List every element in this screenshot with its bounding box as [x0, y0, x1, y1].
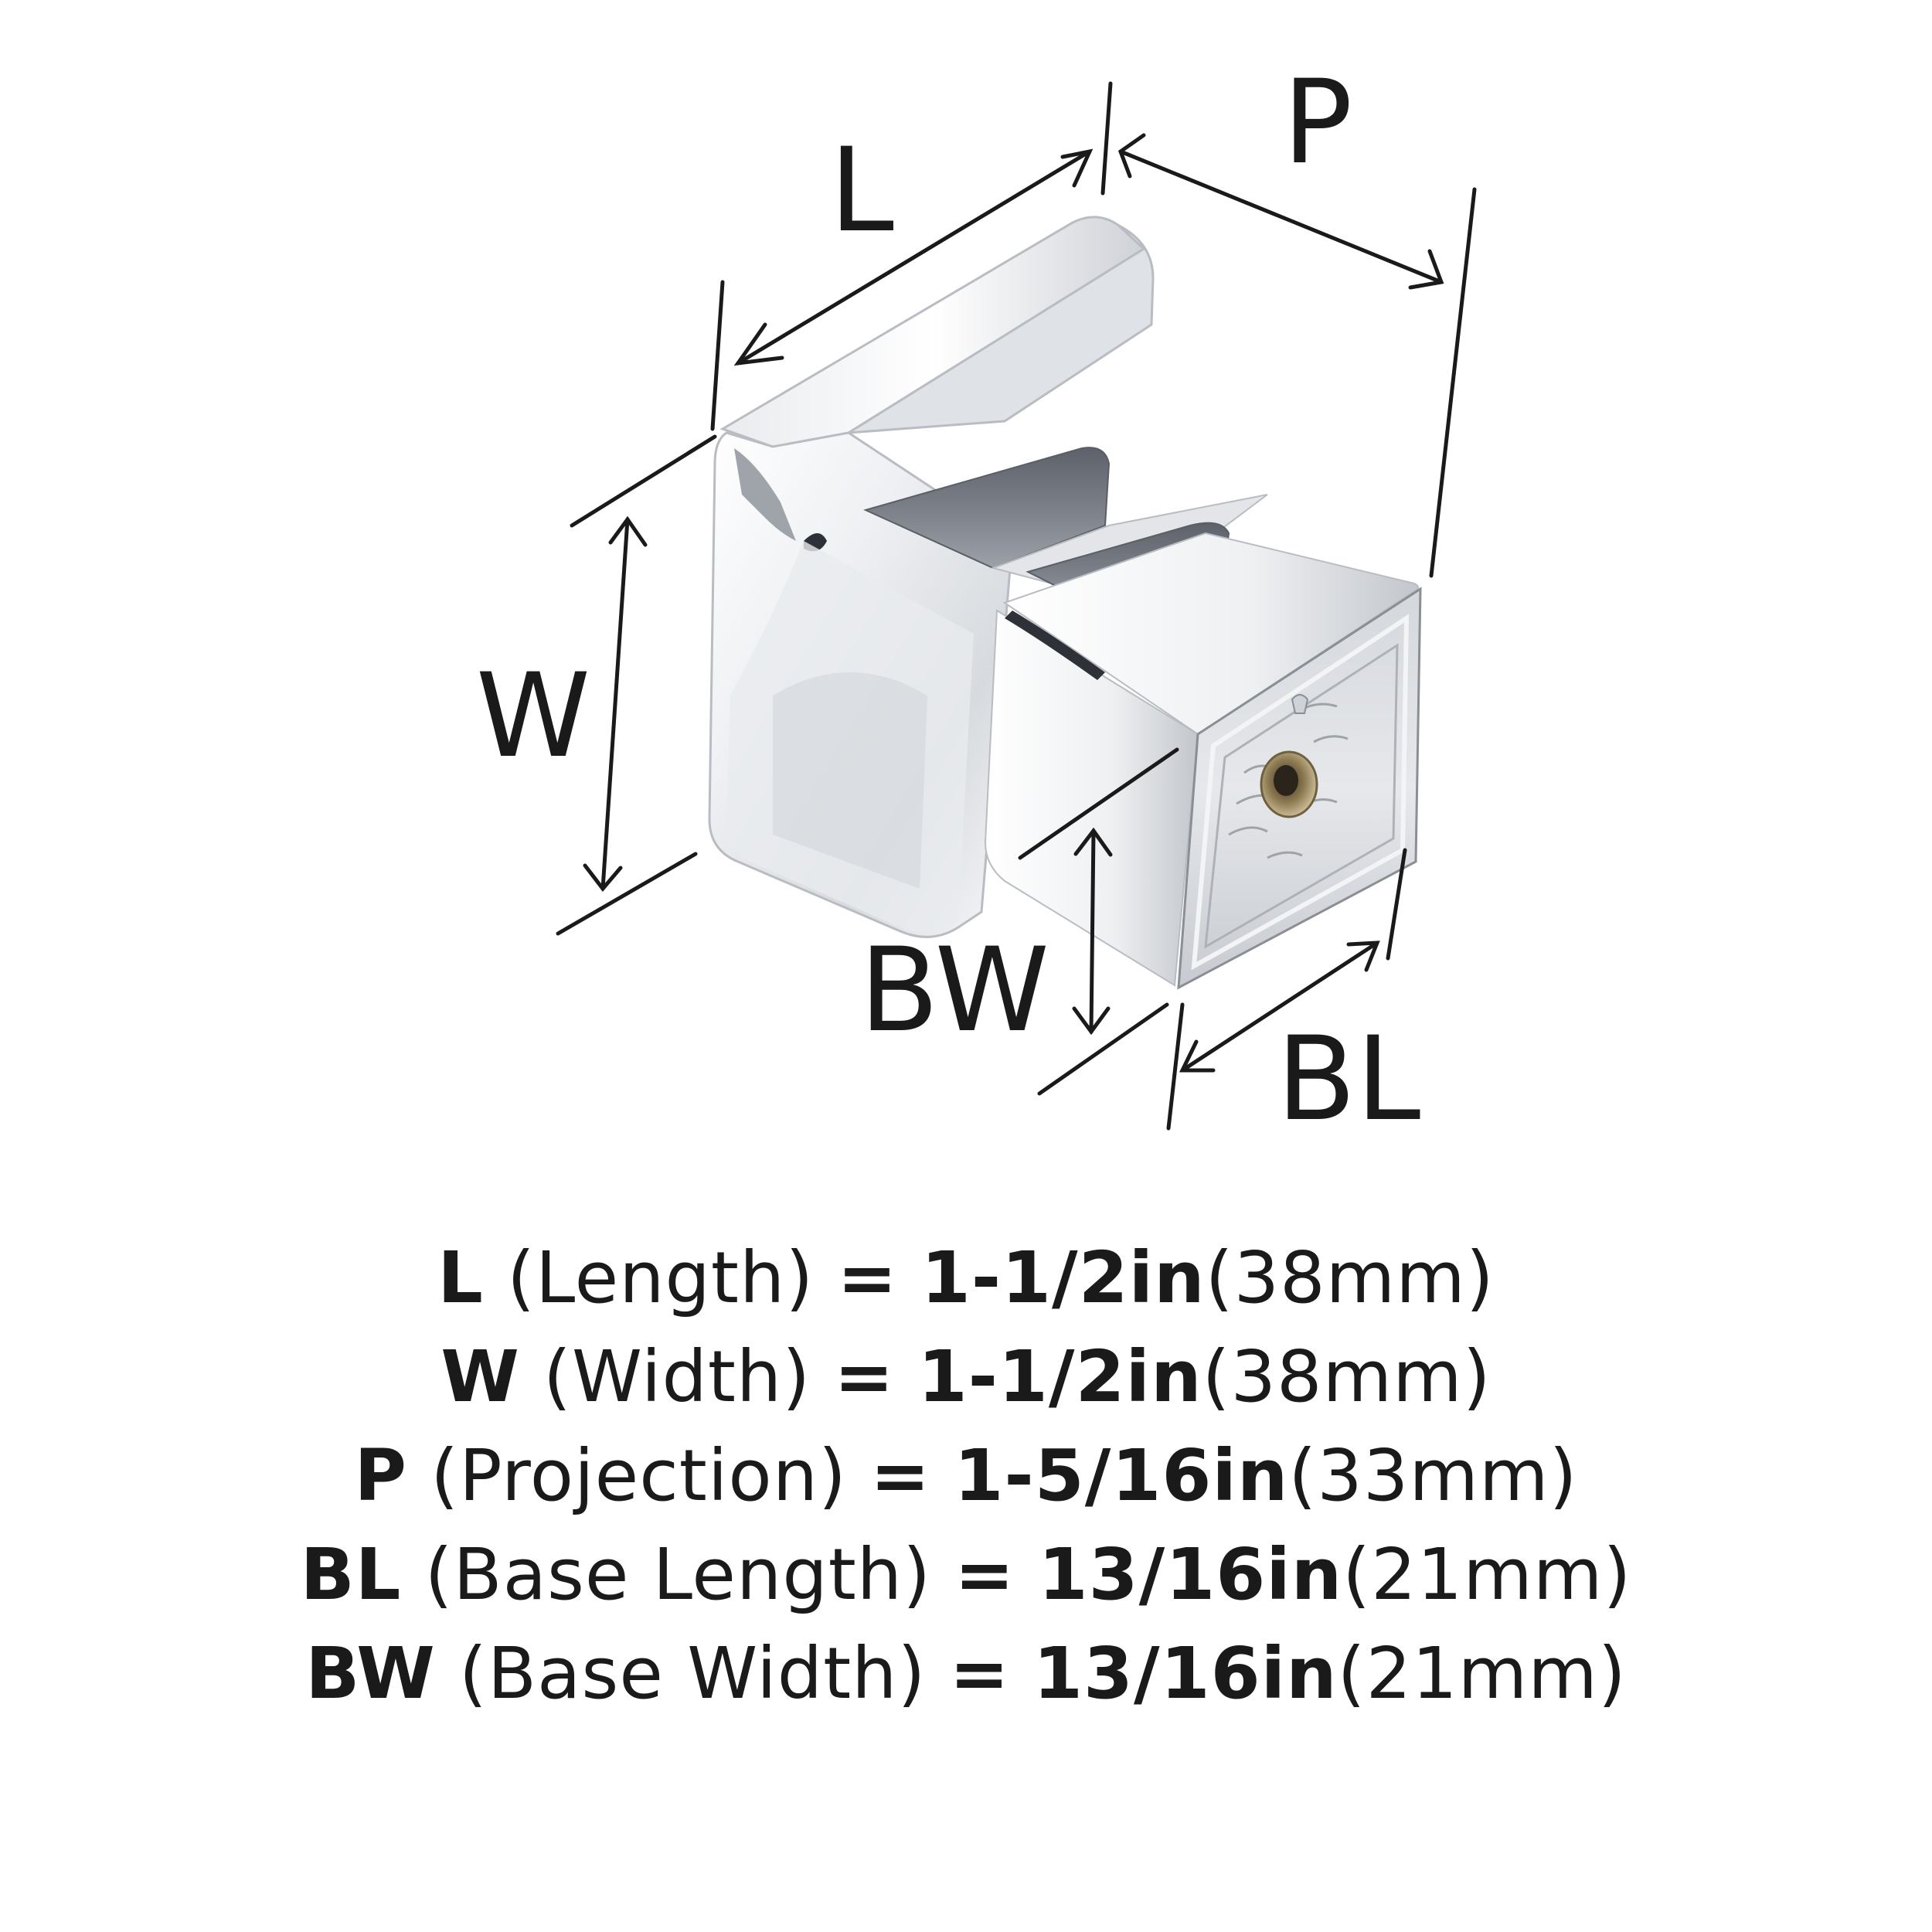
extension-line-top	[1100, 81, 1113, 196]
dimension-lines	[556, 81, 1477, 1131]
bw-dimension-line	[1089, 828, 1096, 1034]
spec-equals: =	[834, 1335, 895, 1418]
p-dimension-line	[1118, 149, 1444, 284]
label-bw: BW	[859, 923, 1049, 1058]
spec-equals: =	[837, 1236, 898, 1319]
extension-line-w-bottom	[556, 852, 698, 936]
label-l: L	[829, 124, 894, 258]
l-arrow-right	[1060, 148, 1094, 188]
bw-arrow-bottom	[1072, 1006, 1111, 1036]
bl-arrow-right	[1346, 940, 1380, 972]
extension-line-bl-right	[1386, 848, 1407, 961]
spec-equals: =	[870, 1434, 931, 1517]
spec-name: (Length)	[507, 1236, 815, 1319]
spec-inches: 13/16in	[1032, 1632, 1338, 1715]
extension-line-bw-top	[1018, 747, 1179, 860]
spec-abbr: L	[437, 1236, 484, 1319]
dimension-specs: L (Length) = 1-1/2in(38mm) W (Width) = 1…	[0, 1229, 1932, 1723]
p-arrow-left	[1117, 133, 1146, 179]
l-dimension-line	[736, 149, 1092, 366]
spec-mm: (38mm)	[1202, 1335, 1492, 1418]
bl-dimension-line	[1180, 940, 1379, 1073]
spec-mm: (38mm)	[1205, 1236, 1495, 1319]
label-w: W	[476, 649, 590, 784]
spec-row-base-length: BL (Base Length) = 13/16in(21mm)	[0, 1526, 1932, 1624]
spec-name: (Base Width)	[459, 1632, 927, 1715]
spec-row-projection: P (Projection) = 1-5/16in(33mm)	[0, 1427, 1932, 1526]
spec-inches: 1-1/2in	[920, 1236, 1206, 1319]
spec-inches: 13/16in	[1038, 1533, 1343, 1616]
bl-arrow-left	[1179, 1039, 1216, 1073]
spec-abbr: BL	[300, 1533, 402, 1616]
spec-name: (Base Length)	[424, 1533, 931, 1616]
spec-row-base-width: BW (Base Width) = 13/16in(21mm)	[0, 1624, 1932, 1723]
spec-inches: 1-5/16in	[954, 1434, 1289, 1517]
spec-row-width: W (Width) = 1-1/2in(38mm)	[0, 1328, 1932, 1427]
knob-dimension-drawing: L P W BW BL	[476, 56, 1477, 1147]
spec-abbr: P	[354, 1434, 407, 1517]
knob-illustration	[708, 216, 1422, 990]
spec-equals: =	[954, 1533, 1015, 1616]
label-bl: BL	[1277, 1012, 1420, 1147]
spec-name: (Width)	[543, 1335, 811, 1418]
spec-equals: =	[949, 1632, 1010, 1715]
w-dimension-line	[600, 517, 630, 891]
l-arrow-left	[733, 322, 784, 366]
extension-line-bw-bottom	[1037, 1002, 1169, 1096]
extension-line-bl-left	[1166, 1002, 1185, 1131]
spec-inches: 1-1/2in	[917, 1335, 1202, 1418]
spec-row-length: L (Length) = 1-1/2in(38mm)	[0, 1229, 1932, 1328]
spec-abbr: BW	[305, 1632, 436, 1715]
spec-mm: (33mm)	[1288, 1434, 1578, 1517]
spec-name: (Projection)	[430, 1434, 847, 1517]
p-arrow-right	[1408, 249, 1444, 290]
extension-line-left	[710, 280, 725, 431]
extension-line-w-top	[570, 434, 717, 528]
spec-mm: (21mm)	[1337, 1632, 1627, 1715]
label-p: P	[1283, 56, 1352, 190]
bw-arrow-top	[1073, 827, 1113, 857]
spec-mm: (21mm)	[1342, 1533, 1632, 1616]
extension-line-right	[1429, 187, 1477, 578]
spec-abbr: W	[440, 1335, 520, 1418]
w-arrow-bottom	[583, 863, 623, 892]
w-arrow-top	[608, 515, 648, 547]
